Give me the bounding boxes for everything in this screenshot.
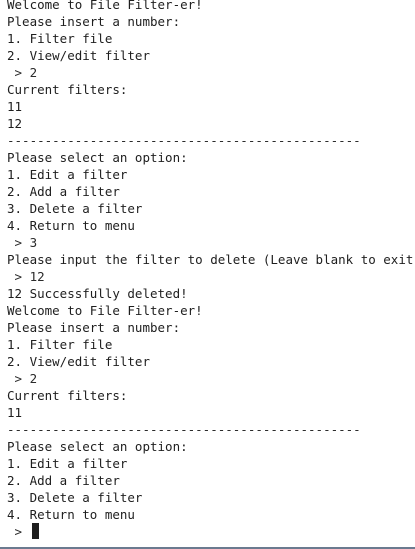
terminal-line: Please input the filter to delete (Leave… bbox=[7, 252, 415, 267]
terminal-line: 11 bbox=[7, 99, 23, 114]
terminal-line: Please insert a number: bbox=[7, 320, 181, 335]
terminal-prompt-line: > 2 bbox=[7, 371, 38, 386]
terminal-line: 2. View/edit filter bbox=[7, 48, 150, 63]
terminal-prompt-line: > 3 bbox=[7, 235, 38, 250]
terminal-separator-line: ----------------------------------------… bbox=[7, 133, 361, 148]
terminal-line: 12 Successfully deleted! bbox=[7, 286, 188, 301]
terminal-line: Welcome to File Filter-er! bbox=[7, 0, 203, 12]
terminal-line: 11 bbox=[7, 405, 23, 420]
terminal-bottom-border bbox=[0, 547, 415, 549]
terminal-line: 1. Filter file bbox=[7, 337, 113, 352]
terminal-prompt-line: > 2 bbox=[7, 65, 38, 80]
terminal-line: Current filters: bbox=[7, 82, 128, 97]
terminal-line: 1. Edit a filter bbox=[7, 456, 128, 471]
terminal-line: 2. Add a filter bbox=[7, 473, 120, 488]
terminal-line: 3. Delete a filter bbox=[7, 201, 143, 216]
terminal-line: Please insert a number: bbox=[7, 14, 181, 29]
terminal-prompt-line: > 12 bbox=[7, 269, 45, 284]
terminal-line: 4. Return to menu bbox=[7, 218, 135, 233]
terminal-output: Welcome to File Filter-er! Please insert … bbox=[7, 0, 415, 540]
terminal-line: Welcome to File Filter-er! bbox=[7, 303, 203, 318]
terminal-line: 4. Return to menu bbox=[7, 507, 135, 522]
terminal-line: Please select an option: bbox=[7, 150, 188, 165]
terminal-line: Please select an option: bbox=[7, 439, 188, 454]
terminal-separator-line: ----------------------------------------… bbox=[7, 422, 361, 437]
terminal-line: 3. Delete a filter bbox=[7, 490, 143, 505]
terminal-line: 12 bbox=[7, 116, 23, 131]
terminal-line: 2. Add a filter bbox=[7, 184, 120, 199]
terminal-input-line[interactable]: > bbox=[7, 523, 415, 540]
terminal-input-prompt: > bbox=[7, 524, 30, 539]
terminal-line: 2. View/edit filter bbox=[7, 354, 150, 369]
terminal-line: Current filters: bbox=[7, 388, 128, 403]
terminal-line: 1. Edit a filter bbox=[7, 167, 128, 182]
text-cursor bbox=[31, 523, 39, 539]
terminal-line: 1. Filter file bbox=[7, 31, 113, 46]
